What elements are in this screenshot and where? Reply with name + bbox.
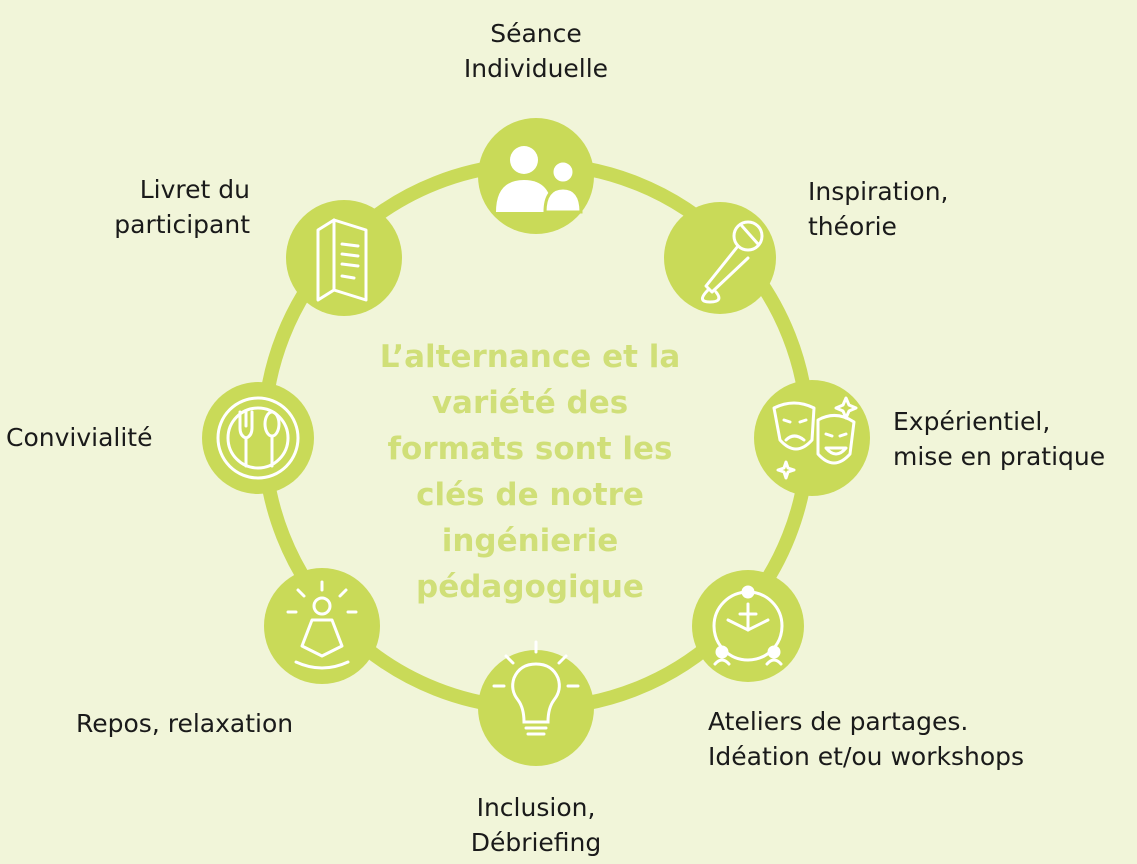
label-experiential: Expérientiel, mise en pratique (893, 404, 1105, 474)
node-individual (478, 118, 594, 234)
node-booklet (286, 200, 402, 316)
lightbulb-icon (492, 640, 580, 736)
label-line: théorie (808, 212, 897, 241)
center-line: pédagogique (416, 569, 644, 605)
center-line: ingénierie (441, 523, 619, 559)
label-booklet: Livret du participant (86, 172, 250, 242)
node-workshops (692, 570, 804, 682)
meditation-icon (286, 580, 358, 670)
label-line: Livret du (139, 175, 250, 204)
label-line: Idéation et/ou workshops (708, 742, 1025, 771)
label-line: Séance (490, 19, 582, 48)
label-workshops: Ateliers de partages. Idéation et/ou wor… (708, 704, 1024, 774)
label-conviviality: Convivialité (6, 420, 152, 455)
node-relaxation (264, 568, 380, 684)
label-line: Débriefing (470, 828, 602, 857)
plate-cutlery-icon (216, 396, 300, 480)
label-line: Repos, relaxation (76, 709, 294, 738)
node-experiential (754, 380, 870, 496)
center-line: formats sont les (387, 431, 673, 467)
label-inspiration: Inspiration, théorie (808, 174, 949, 244)
label-line: Expérientiel, (893, 407, 1051, 436)
node-inclusion (478, 640, 594, 766)
center-statement: L’alternance et la variété des formats s… (340, 334, 720, 610)
theater-masks-icon (772, 396, 858, 480)
label-line: participant (114, 210, 250, 239)
node-inspiration (664, 202, 776, 314)
node-conviviality (202, 382, 314, 494)
users-icon (496, 146, 583, 214)
label-inclusion: Inclusion, Débriefing (456, 790, 616, 860)
center-line: L’alternance et la (379, 339, 681, 375)
booklet-icon (316, 218, 368, 302)
label-line: mise en pratique (893, 442, 1106, 471)
label-line: Convivialité (6, 423, 153, 452)
microphone-icon (701, 220, 764, 304)
label-line: Inspiration, (808, 177, 949, 206)
label-line: Inclusion, (476, 793, 596, 822)
center-line: variété des (431, 385, 629, 421)
label-line: Individuelle (463, 54, 609, 83)
label-relaxation: Repos, relaxation (76, 706, 293, 741)
label-individual: Séance Individuelle (453, 16, 619, 86)
label-line: Ateliers de partages. (708, 707, 969, 736)
team-hands-icon (712, 585, 784, 666)
center-line: clés de notre (416, 477, 644, 513)
